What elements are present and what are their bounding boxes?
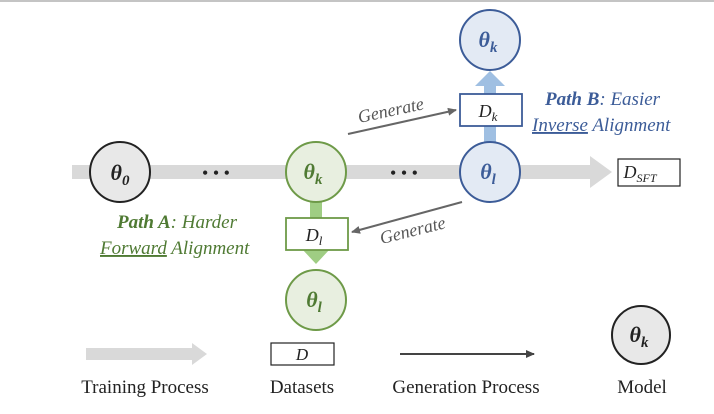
theta-0-label: θ0 xyxy=(111,160,130,189)
legend-datasets-label: Datasets xyxy=(270,377,334,398)
d-sft-label: DSFT xyxy=(622,162,657,185)
theta-k-top-label: θk xyxy=(479,27,498,56)
theta-k-label: θk xyxy=(304,159,323,188)
generate-bottom-arrow xyxy=(351,201,463,234)
d-k-label: Dk xyxy=(478,101,498,124)
theta-l-label: θl xyxy=(480,159,496,188)
d-l-label: Dl xyxy=(305,225,323,248)
generate-top-label: Generate xyxy=(356,93,426,126)
generate-top-arrow xyxy=(347,107,457,135)
legend-training-arrow xyxy=(86,343,207,365)
d-k-box xyxy=(459,93,523,127)
theta-l-bottom-node xyxy=(285,269,347,331)
theta-k-node xyxy=(285,141,347,203)
path-b-line2: Inverse Alignment xyxy=(531,115,671,136)
ellipsis-right: • • • xyxy=(390,163,418,183)
legend-model-label: Model xyxy=(617,377,667,398)
ellipsis-left: • • • xyxy=(202,163,230,183)
generate-bottom-label: Generate xyxy=(378,212,448,248)
legend-dataset-box xyxy=(270,342,335,366)
theta-0-node xyxy=(89,141,151,203)
theta-k-top-node xyxy=(459,9,521,71)
theta-l-node xyxy=(459,141,521,203)
d-l-box xyxy=(285,217,349,251)
path-a-line2: Forward Alignment xyxy=(99,238,250,259)
legend-training-label: Training Process xyxy=(81,377,209,398)
d-sft-box xyxy=(617,158,681,187)
theta-l-bottom-label: θl xyxy=(306,287,322,316)
legend-model-symbol: θk xyxy=(630,322,649,351)
path-a-line1: Path A: Harder xyxy=(116,212,238,233)
path-b-line1: Path B: Easier xyxy=(544,89,661,110)
legend-generation-label: Generation Process xyxy=(392,377,539,398)
legend-model-node xyxy=(611,305,671,365)
legend-dataset-symbol: D xyxy=(295,345,309,364)
